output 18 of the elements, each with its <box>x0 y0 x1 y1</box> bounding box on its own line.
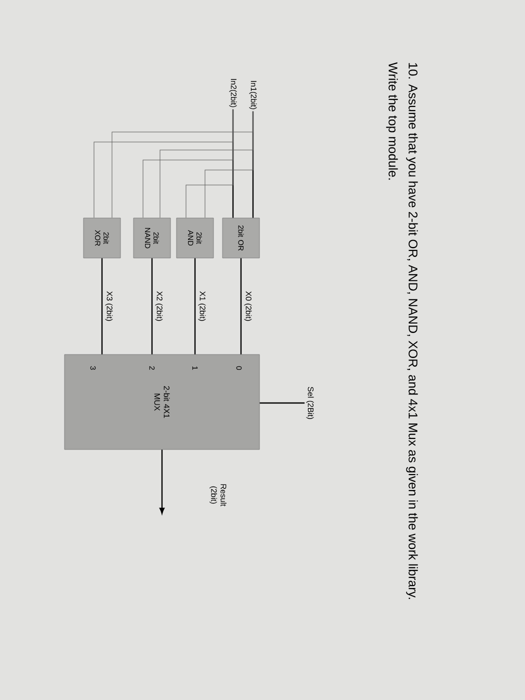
wire <box>260 402 305 404</box>
signal-label: In2(2bit) <box>229 79 237 108</box>
wire <box>101 258 103 354</box>
signal-label: Result (2bit) <box>210 484 226 506</box>
edge-label: X2 (2bit) <box>155 291 163 321</box>
wire <box>159 450 165 514</box>
signal-label: Sel (2Bit) <box>306 386 314 419</box>
wire <box>112 111 254 218</box>
signal-label: In1(2bit) <box>249 81 257 110</box>
question-text: Write the top module. <box>386 62 398 180</box>
question-text: 10. Assume that you have 2-bit OR, AND, NAND, XOR, and 4x1 Mux as given in the work library. <box>406 63 418 599</box>
edge-label: X3 (2bit) <box>105 291 113 321</box>
edge-label: X1 (2bit) <box>198 291 206 321</box>
wire <box>151 258 153 354</box>
edge-label: X0 (2bit) <box>244 291 252 321</box>
wire <box>94 109 234 218</box>
wire <box>240 258 242 354</box>
wire <box>194 258 196 354</box>
